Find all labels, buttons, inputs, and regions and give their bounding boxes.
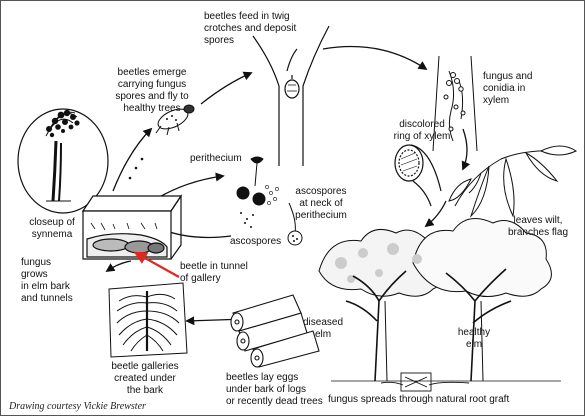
label-beetle-tunnel: beetle in tunnel of gallery [180,261,248,285]
arrow-emerge-to-twig [201,73,251,104]
arrow-twig-to-xylem [323,47,426,70]
label-healthy-elm: healthy elm [451,327,497,351]
label-fungus-xylem: fungus and conidia in xylem [483,71,533,107]
label-perithecium: perithecium [190,153,242,165]
beetle-galleries-drawing [109,283,187,357]
bark-box [83,196,181,259]
label-ascospores: ascospores [230,236,281,248]
wilted-leaves-drawing [449,146,576,216]
label-closeup-synnema: closeup of synnema [19,217,85,241]
arrow-box-to-emerge [113,129,151,191]
arrow-gallery-to-box [107,261,131,271]
label-leaves-wilt: leaves wilt, branches flag [499,215,577,239]
cut-branch-drawing [395,145,441,206]
twig-crotch-drawing [253,26,329,166]
label-ascospores-neck: ascospores at neck of perithecium [277,186,365,222]
label-discolored-ring: discolored ring of xylem [367,119,477,143]
label-diseased-elm: diseased elm [300,317,346,341]
drawing-credit: Drawing courtesy Vickie Brewster [9,401,146,413]
label-twig-crotches: beetles feed in twig crotches and deposi… [204,11,296,47]
label-beetles-emerge: beetles emerge carrying fungus spores an… [97,67,207,115]
elm-trees-drawing [319,219,561,382]
label-root-graft: fungus spreads through natural root graf… [328,394,509,406]
label-fungus-grows: fungus grows in elm bark and tunnels [21,257,73,305]
arrow-wilt-to-graft [426,201,446,226]
root-graft-drawing [381,373,469,391]
label-beetles-lay-eggs: beetles lay eggs under bark of logs or r… [226,372,323,408]
label-beetle-galleries: beetle galleries created under the bark [95,361,195,397]
